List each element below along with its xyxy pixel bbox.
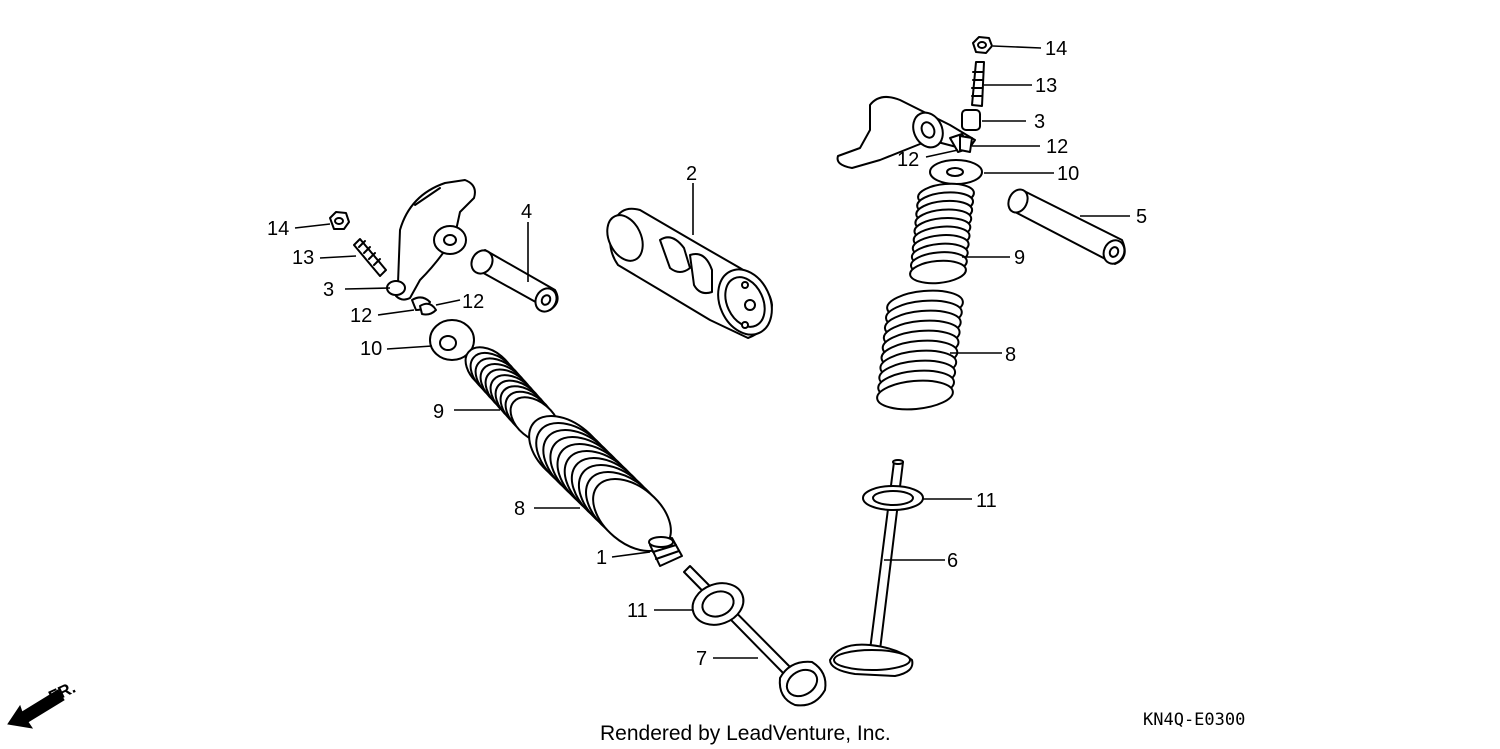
valve-stem-washer-right	[862, 485, 924, 511]
callout-4: 4	[521, 201, 532, 223]
callout-10-left: 10	[360, 338, 382, 360]
front-arrow-icon	[7, 689, 65, 729]
callout-12-right-a: 12	[1046, 136, 1068, 158]
camshaft	[606, 207, 773, 339]
rocker-shaft-right	[1007, 188, 1126, 265]
render-credit: Rendered by LeadVenture, Inc.	[600, 722, 891, 745]
right-rocker-arm	[836, 95, 976, 169]
callout-8-left: 8	[514, 498, 525, 520]
callout-10-right: 10	[1057, 163, 1079, 185]
callout-11-right: 11	[976, 490, 997, 512]
left-adjusting-nut	[329, 211, 350, 230]
callout-6: 6	[947, 550, 958, 572]
callout-2: 2	[686, 163, 697, 185]
callout-13-left: 13	[292, 247, 314, 269]
callout-3-left: 3	[323, 279, 334, 301]
callout-9-right: 9	[1014, 247, 1025, 269]
callout-8-right: 8	[1005, 344, 1016, 366]
inner-valve-spring-left	[464, 346, 561, 444]
right-adjusting-screw	[971, 61, 985, 107]
inner-valve-spring-right	[909, 182, 975, 285]
spring-coil	[876, 379, 954, 411]
left-rocker-arm	[395, 179, 476, 301]
callout-12-left-a: 12	[462, 291, 484, 313]
callout-3-right: 3	[1034, 111, 1045, 133]
callout-5: 5	[1136, 206, 1147, 228]
valve-stem-seal	[648, 536, 683, 567]
callout-12-right-b: 12	[897, 149, 919, 171]
valve-spring-retainer-right	[929, 159, 983, 185]
callout-11-left: 11	[627, 600, 648, 622]
right-adjusting-nut	[972, 36, 993, 54]
left-cotters	[411, 296, 437, 316]
left-adjusting-screw	[353, 238, 387, 277]
leader-lines	[294, 45, 1130, 659]
callout-14-right: 14	[1045, 38, 1067, 60]
right-rocker-pad	[961, 109, 981, 131]
callout-9-left: 9	[433, 401, 444, 423]
callout-13-right: 13	[1035, 75, 1057, 97]
valve-stem-washer-left	[691, 582, 745, 626]
callout-14-left: 14	[267, 218, 289, 240]
valve-spring-retainer-left	[429, 319, 475, 361]
rocker-shaft-left	[470, 249, 559, 313]
spring-coil	[909, 259, 967, 285]
front-direction-indicator: FR.	[7, 678, 79, 729]
callout-12-left-b: 12	[350, 305, 372, 327]
outer-valve-spring-right	[876, 289, 964, 411]
right-cotters	[949, 133, 973, 153]
diagram-code: KN4Q-E0300	[1143, 710, 1245, 730]
callout-labels: 1 2 3 3 4 5 6 7 8 8 9 9 10 10 11 11 12 1…	[267, 38, 1147, 670]
callout-7: 7	[696, 648, 707, 670]
callout-1: 1	[596, 547, 607, 569]
